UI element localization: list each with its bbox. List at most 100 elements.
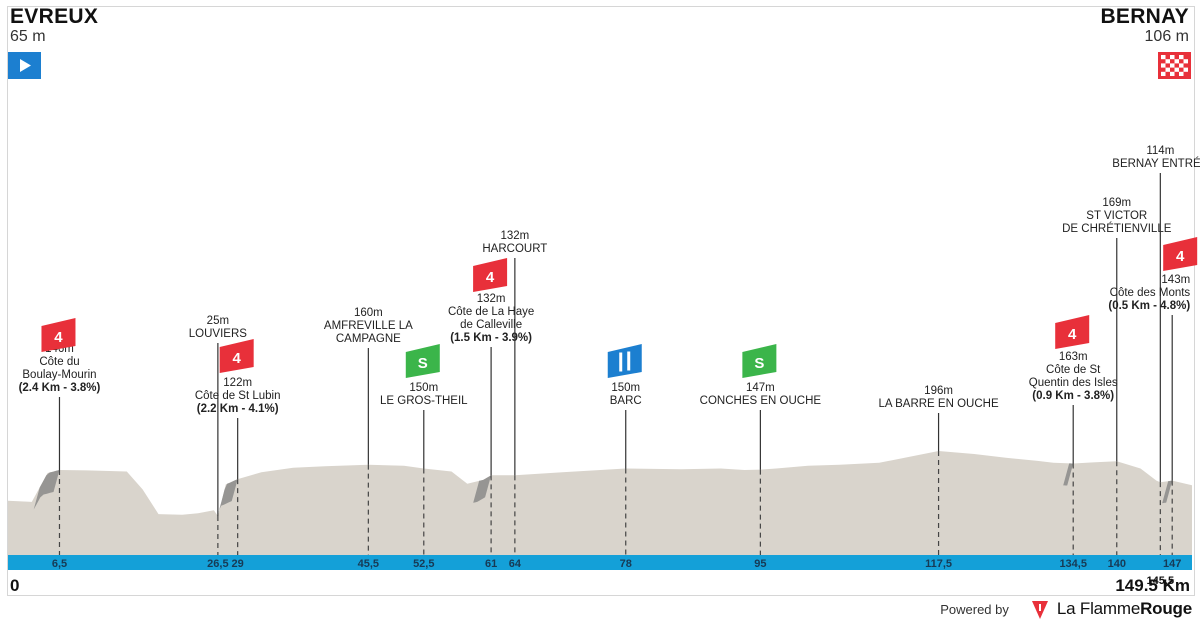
finish-altitude: 106 m xyxy=(1144,28,1189,45)
km-band xyxy=(8,555,1192,570)
km-label-10: 134,5 xyxy=(1059,558,1087,570)
climb-gradient-1 xyxy=(215,479,238,523)
point-name-4-0: LE GROS-THEIL xyxy=(380,395,468,407)
point-altitude-9: 196m xyxy=(924,385,953,397)
finish-flag-check xyxy=(1170,71,1175,76)
finish-flag-check xyxy=(1179,71,1184,76)
point-altitude-5: 132m xyxy=(477,293,506,305)
start-city: EVREUX xyxy=(10,5,99,28)
km-label-13: 147 xyxy=(1163,558,1181,570)
point-climb-2: (2.2 Km - 4.1%) xyxy=(197,403,279,415)
point-name-7-0: BARC xyxy=(610,395,642,407)
finish-city: BERNAY xyxy=(1100,5,1189,28)
finish-flag-check xyxy=(1161,63,1166,68)
distance-end: 149.5 Km xyxy=(1115,576,1190,595)
credit: Powered by La FlammeRouge xyxy=(940,598,1192,620)
point-name-10-1: Quentin des Isles xyxy=(1029,377,1118,389)
finish-flag-check xyxy=(1170,55,1175,60)
finish-flag-check xyxy=(1165,59,1170,64)
point-altitude-1: 25m xyxy=(207,315,229,327)
km-label-11: 140 xyxy=(1108,558,1126,570)
point-name-0-0: Côte du xyxy=(39,356,79,368)
km-label-1: 26,5 xyxy=(207,558,228,570)
point-icon-text-5: 4 xyxy=(486,269,495,286)
start-altitude: 65 m xyxy=(10,28,46,45)
point-name-10-0: Côte de St xyxy=(1046,364,1101,376)
point-altitude-12: 114m xyxy=(1146,145,1174,157)
point-name-9-0: LA BARRE EN OUCHE xyxy=(878,398,998,410)
point-name-0-1: Boulay-Mourin xyxy=(22,369,96,381)
distance-start: 0 xyxy=(10,576,20,595)
point-name-3-1: CAMPAGNE xyxy=(336,333,401,345)
point-icon-feed-7 xyxy=(607,344,642,378)
point-icon-kom-10 xyxy=(1055,315,1090,349)
powered-by-text: Powered by xyxy=(940,601,1009,617)
point-climb-10: (0.9 Km - 3.8%) xyxy=(1032,390,1114,402)
finish-flag-check xyxy=(1165,67,1170,72)
point-icon-kom-13 xyxy=(1163,237,1198,271)
point-icon-text-10: 4 xyxy=(1068,326,1077,343)
point-name-11-1: DE CHRÉTIENVILLE xyxy=(1062,222,1172,235)
fork-icon-7 xyxy=(619,352,623,372)
point-name-5-1: de Calleville xyxy=(460,319,522,331)
finish-flag-check xyxy=(1183,67,1188,72)
point-name-8-0: CONCHES EN OUCHE xyxy=(700,395,822,407)
point-name-11-0: ST VICTOR xyxy=(1086,210,1147,222)
point-altitude-10: 163m xyxy=(1059,351,1088,363)
point-name-12-0: BERNAY ENTRÉE xyxy=(1112,157,1200,170)
start-flag-icon xyxy=(8,52,41,79)
km-label-9: 117,5 xyxy=(925,558,952,570)
point-climb-13: (0.5 Km - 4.8%) xyxy=(1108,300,1190,312)
point-name-5-0: Côte de La Haye xyxy=(448,306,534,318)
finish-flag-check xyxy=(1170,63,1175,68)
km-label-7: 78 xyxy=(620,558,632,570)
finish-flag-check xyxy=(1161,71,1166,76)
chart-frame xyxy=(7,6,1195,596)
climb-gradient-2 xyxy=(473,475,492,503)
point-name-13-0: Côte des Monts xyxy=(1110,287,1191,299)
km-label-2: 29 xyxy=(232,558,244,570)
km-label-8: 95 xyxy=(754,558,766,570)
km-label-4: 52,5 xyxy=(413,558,434,570)
point-icon-text-2: 4 xyxy=(233,350,242,367)
knife-icon-7 xyxy=(627,351,631,371)
point-icon-kom-5 xyxy=(473,258,508,292)
finish-flag-check xyxy=(1174,59,1179,64)
point-altitude-6: 132m xyxy=(500,230,529,242)
climb-gradient-0 xyxy=(33,470,60,510)
point-altitude-11: 169m xyxy=(1102,197,1131,209)
brand-name-b: Rouge xyxy=(1140,599,1192,618)
point-name-2-0: Côte de St Lubin xyxy=(195,390,281,402)
point-altitude-8: 147m xyxy=(746,382,775,394)
point-icon-kom-2 xyxy=(219,339,254,373)
point-icon-text-4: S xyxy=(418,355,428,372)
climb-gradient-3 xyxy=(1063,463,1074,486)
km-label-3: 45,5 xyxy=(358,558,379,570)
point-icon-text-8: S xyxy=(754,355,764,372)
point-name-6-0: HARCOURT xyxy=(482,243,547,255)
km-label-5: 61 xyxy=(485,558,497,570)
point-altitude-13: 143m xyxy=(1161,274,1190,286)
point-icon-sprint-4 xyxy=(405,344,440,378)
point-altitude-4: 150m xyxy=(409,382,438,394)
profile-area xyxy=(8,451,1192,555)
finish-flag-check xyxy=(1161,55,1166,60)
point-icon-kom-0 xyxy=(41,318,76,352)
point-icon-sprint-8 xyxy=(742,344,777,378)
feed-zone-icon-7 xyxy=(619,351,631,372)
finish-flag-check xyxy=(1179,55,1184,60)
point-icon-text-13: 4 xyxy=(1176,248,1185,265)
flame-logo-icon xyxy=(1031,601,1048,619)
km-label-0: 6,5 xyxy=(52,558,67,570)
point-name-3-0: AMFREVILLE LA xyxy=(324,320,413,332)
finish-flag-check xyxy=(1183,59,1188,64)
point-icon-text-0: 4 xyxy=(54,329,63,346)
point-altitude-7: 150m xyxy=(611,382,640,394)
brand-name-a: La Flamme xyxy=(1056,599,1141,618)
point-climb-5: (1.5 Km - 3.9%) xyxy=(450,332,532,344)
finish-flag-check xyxy=(1174,67,1179,72)
km-label-6: 64 xyxy=(509,558,522,570)
brand-name: La FlammeRouge xyxy=(1057,599,1192,619)
